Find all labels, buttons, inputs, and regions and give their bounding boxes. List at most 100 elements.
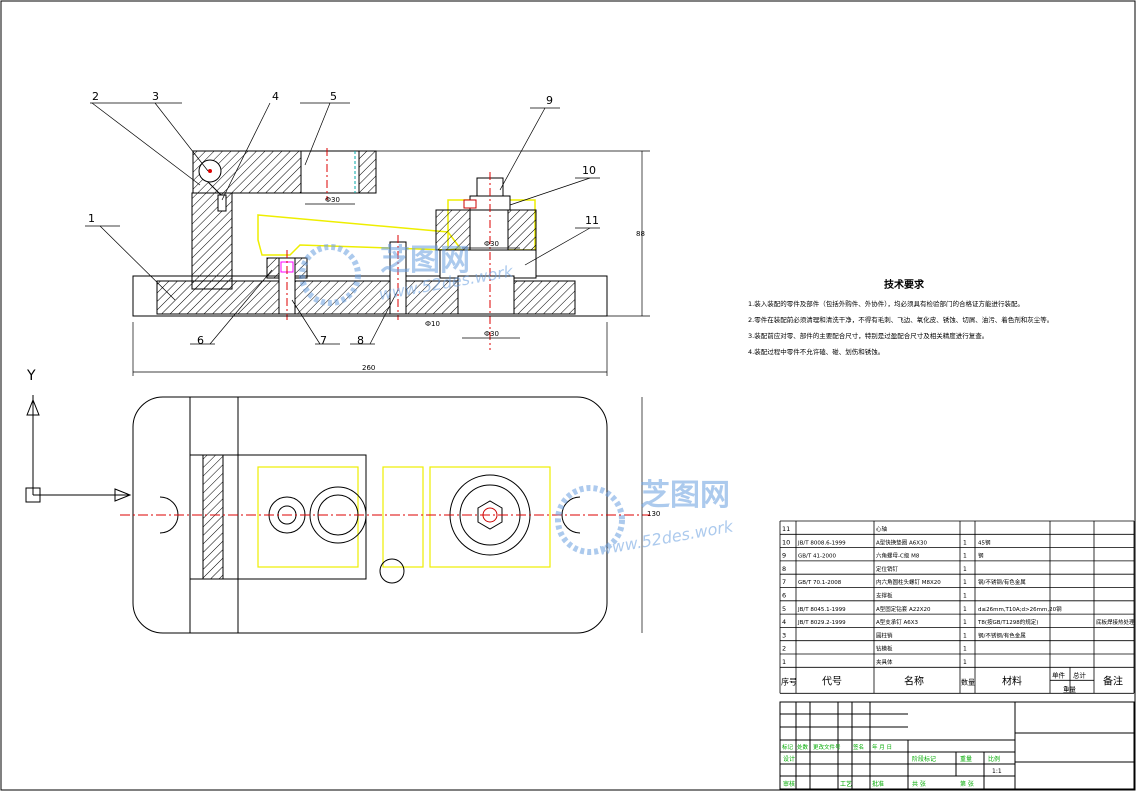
bom-row-no: 1 xyxy=(782,658,786,666)
bom-row-qty: 1 xyxy=(963,619,967,626)
balloon-3: 3 xyxy=(152,90,159,103)
bom-row-name: 夹具体 xyxy=(876,658,893,666)
bom-row-qty: 1 xyxy=(963,606,967,613)
tech-line-4: 4.装配过程中零件不允许磕、碰、划伤和锈蚀。 xyxy=(748,347,884,356)
tb-stage: 阶段标记 xyxy=(912,755,936,763)
balloon-7: 7 xyxy=(320,334,327,347)
top-view xyxy=(120,396,650,634)
bom-row-qty: 1 xyxy=(963,566,967,573)
balloon-6: 6 xyxy=(197,334,204,347)
bom-row-material: d≤26mm,T10A;d>26mm,20钢 xyxy=(978,605,1062,613)
tb-check: 审核 xyxy=(783,780,795,788)
technical-requirements: 技术要求 1.装入装配的零件及部件（包括外购件、外协件），均必须具有检验部门的合… xyxy=(748,278,1053,356)
bom-row-material: 钢/不锈钢/有色金属 xyxy=(978,578,1026,586)
bom-row-code: JB/T 8029.2-1999 xyxy=(797,620,846,626)
ucs-icon: Y xyxy=(25,368,132,503)
bom-row-no: 4 xyxy=(782,618,786,626)
bom-row-material: 钢 xyxy=(978,552,984,560)
tb-craft: 工艺 xyxy=(840,780,852,788)
axis-y-label: Y xyxy=(26,368,36,384)
bom-row-no: 10 xyxy=(782,538,790,546)
bom-row-qty: 1 xyxy=(963,593,967,600)
bom-header-code: 代号 xyxy=(822,675,842,687)
tech-title: 技术要求 xyxy=(884,278,925,291)
bom-row-qty: 1 xyxy=(963,646,967,653)
balloon-4: 4 xyxy=(272,90,279,103)
bom-row-name: 内六角圆柱头螺钉 M8X20 xyxy=(876,578,941,586)
bom-row-name: 圆柱销 xyxy=(876,631,893,639)
bom-header-note: 备注 xyxy=(1103,674,1123,687)
bom-row-name: A型固定钻套 A22X20 xyxy=(876,605,931,613)
bom-row-no: 9 xyxy=(782,552,786,560)
balloon-8: 8 xyxy=(357,334,364,347)
bom-header-single: 单件 xyxy=(1052,670,1066,679)
bom-row-code: GB/T 41-2000 xyxy=(798,554,836,560)
bom-row-no: 2 xyxy=(782,645,786,653)
bom-header-weight: 重量 xyxy=(1063,685,1077,693)
bom-row-no: 7 xyxy=(782,578,786,586)
dimension-texts: Ф30 Ф30 Ф30 Ф10 88 260 130 xyxy=(325,196,660,518)
watermark-logo-2: 芝图网 www.52des.work xyxy=(555,478,735,559)
tech-line-2: 2.零件在装配前必须清理和清洗干净，不得有毛刺、飞边、氧化皮、锈蚀、切屑、油污、… xyxy=(748,315,1053,324)
tb-approve: 批准 xyxy=(872,780,884,788)
bom-row-name: 钻模板 xyxy=(876,645,893,653)
bom-row-material: T8(按GB/T1298的规定) xyxy=(977,618,1038,626)
tb-scale-value: 1:1 xyxy=(992,768,1002,775)
bom-row-name: 支撑板 xyxy=(876,592,893,600)
watermark-en-2: www.52des.work xyxy=(597,517,735,559)
dim-length: 260 xyxy=(362,364,375,372)
bom-row-qty: 1 xyxy=(963,659,967,666)
dim-bore-center: Ф30 xyxy=(484,240,499,248)
bom-row-code: GB/T 70.1-2008 xyxy=(798,580,842,586)
tb-count: 处数 xyxy=(797,743,809,751)
bom-row-qty: 1 xyxy=(963,579,967,586)
watermark-cn-1: 芝图网 xyxy=(380,243,470,278)
bom-header-no: 序号 xyxy=(781,676,797,686)
tb-scale: 比例 xyxy=(988,755,1000,763)
bom-row-name: 心轴 xyxy=(876,525,888,533)
bom-row-no: 8 xyxy=(782,565,786,573)
dim-bore-top: Ф30 xyxy=(325,196,340,204)
bom-header-qty: 数量 xyxy=(961,677,975,686)
balloon-5: 5 xyxy=(330,90,337,103)
tb-sheets: 共 张 xyxy=(912,780,926,788)
bom-row-no: 3 xyxy=(782,631,786,639)
balloon-1: 1 xyxy=(88,212,95,225)
bom-row-name: 六角螺母-C级 M8 xyxy=(876,552,920,560)
tb-design: 设计 xyxy=(783,755,795,763)
bom-row-code: JB/T 8008.6-1999 xyxy=(797,540,846,546)
bom-header-material: 材料 xyxy=(1002,674,1022,687)
bom-row-no: 6 xyxy=(782,592,786,600)
bom-row-name: A型快换垫圈 A6X30 xyxy=(876,538,928,546)
tb-change: 更改文件号 xyxy=(813,743,841,751)
bom-row-material: 45钢 xyxy=(978,538,991,546)
front-section-view xyxy=(85,102,650,376)
dim-width: 130 xyxy=(647,510,660,518)
bom-row-qty: 1 xyxy=(963,632,967,639)
title-block: 标记 处数 更改文件号 签名 年 月 日 设计 审核 工艺 批准 阶段标记 重量… xyxy=(779,701,1135,790)
bom-row-no: 11 xyxy=(782,525,790,533)
balloon-labels: 2 3 4 5 9 10 11 1 6 7 8 xyxy=(88,90,599,347)
bom-row-qty: 1 xyxy=(963,539,967,546)
watermark-cn-2: 芝图网 xyxy=(640,478,730,513)
bom-row-material: 钢/不锈钢/有色金属 xyxy=(978,631,1026,639)
tb-weight: 重量 xyxy=(960,755,972,763)
dim-bore-bottom: Ф30 xyxy=(484,330,499,338)
tb-sign: 签名 xyxy=(853,743,864,751)
bom-row-qty: 1 xyxy=(963,553,967,560)
tech-line-1: 1.装入装配的零件及部件（包括外购件、外协件），均必须具有检验部门的合格证方能进… xyxy=(748,299,1024,308)
tb-mark: 标记 xyxy=(782,743,794,751)
balloon-10: 10 xyxy=(582,164,596,177)
bom-row-code: JB/T 8045.1-1999 xyxy=(797,607,846,613)
bom-header-name: 名称 xyxy=(904,674,924,687)
balloon-11: 11 xyxy=(585,214,599,227)
tb-sheet: 第 张 xyxy=(960,780,974,788)
bom-note-side: 底板焊接热处理 xyxy=(1096,618,1135,626)
bom-row-name: 定位销钉 xyxy=(876,565,899,573)
balloon-9: 9 xyxy=(546,94,553,107)
bom-row-name: A型支承钉 A6X3 xyxy=(876,618,919,626)
bom-row-no: 5 xyxy=(782,605,786,613)
